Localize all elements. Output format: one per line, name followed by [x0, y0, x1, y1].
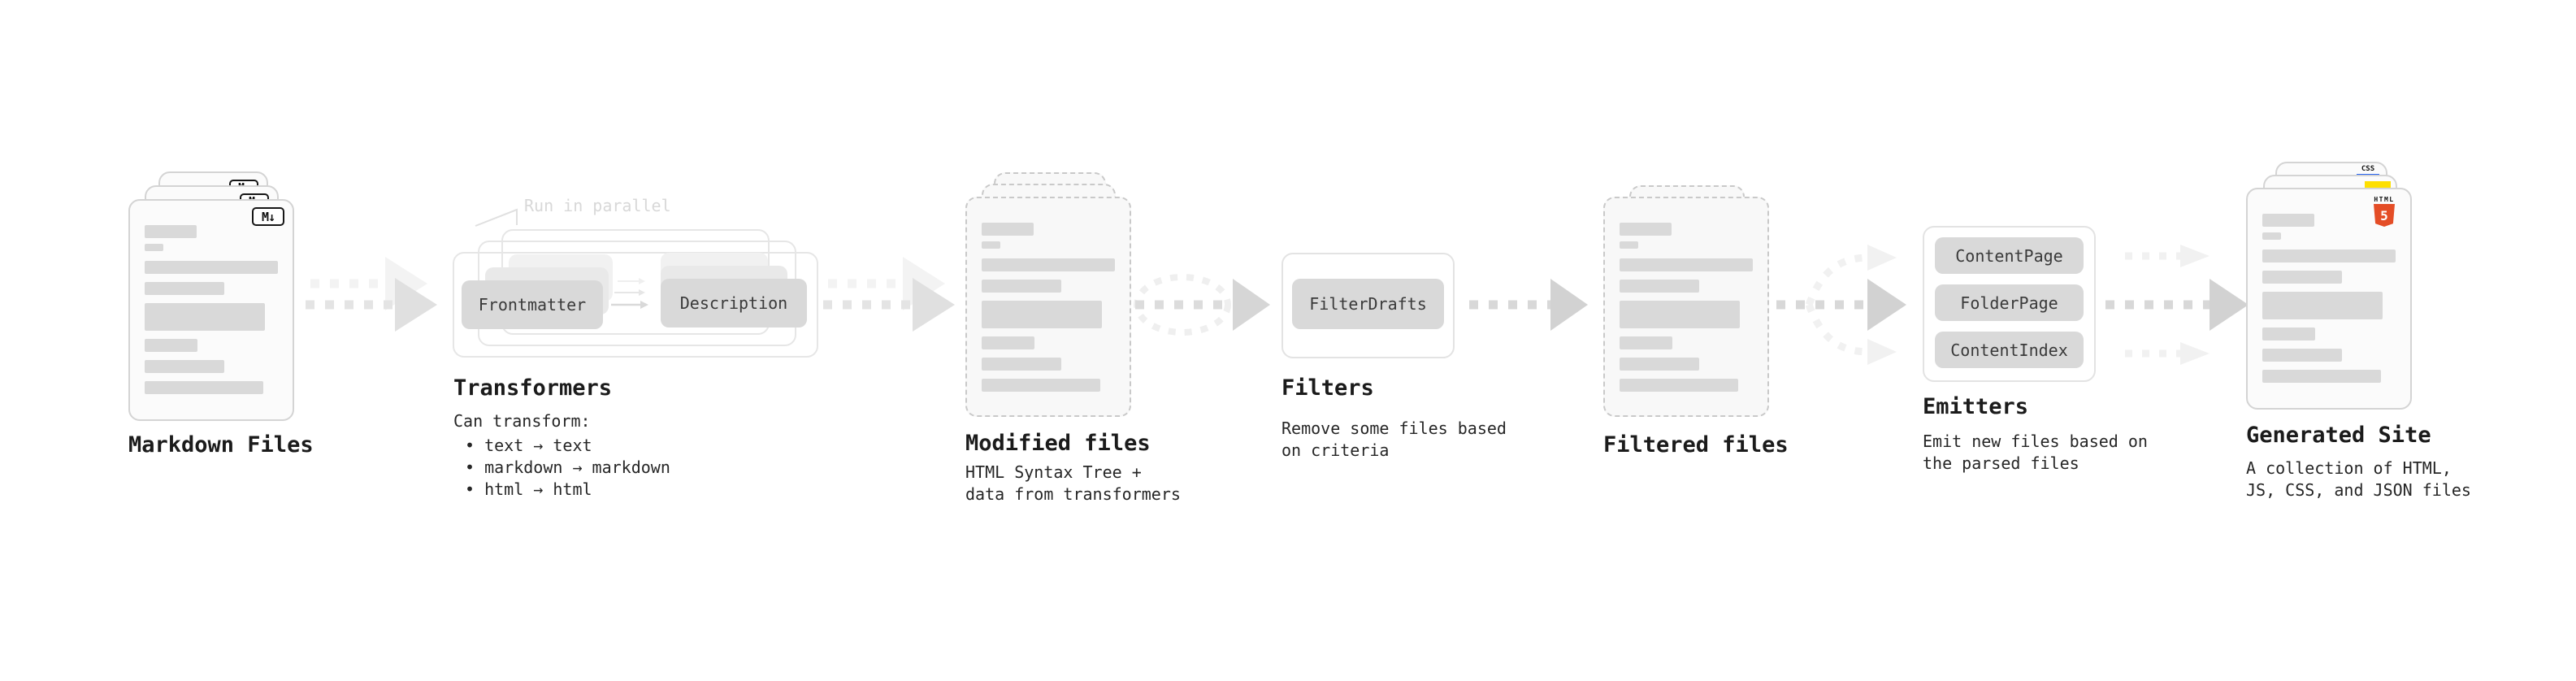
modified-files-caption: HTML Syntax Tree + data from transformer… [965, 462, 1181, 505]
markdown-files-label: Markdown Files [128, 432, 314, 458]
placeholder-bar [2262, 292, 2383, 319]
emitters-caption: Emit new files based on the parsed files [1923, 431, 2148, 475]
placeholder-bar [982, 336, 1034, 349]
filters-label: Filters [1281, 375, 1374, 401]
caption-line: on criteria [1281, 440, 1390, 460]
caption-line: Remove some files based [1281, 419, 1507, 438]
placeholder-bar [982, 379, 1100, 392]
transformers-label: Transformers [453, 375, 613, 401]
placeholder-bar [145, 303, 265, 331]
placeholder-bar [1620, 336, 1672, 349]
placeholder-bar [145, 261, 278, 274]
note-leader-line [475, 208, 518, 227]
placeholder-bar [2262, 327, 2315, 340]
markdown-file-card-front: M↓ [128, 199, 294, 421]
placeholder-bar [1620, 241, 1638, 249]
transformers-caption: Can transform: [453, 411, 591, 431]
contentindex-box: ContentIndex [1935, 332, 2084, 368]
placeholder-bar [145, 381, 263, 394]
bullet-item: • text → text [465, 436, 592, 455]
placeholder-bar [2262, 271, 2342, 284]
generated-site-caption: A collection of HTML, JS, CSS, and JSON … [2246, 458, 2471, 501]
placeholder-bar [2262, 214, 2314, 227]
placeholder-bar [1620, 358, 1699, 371]
file-content-placeholder [130, 201, 293, 394]
parallel-layer-front [453, 252, 818, 358]
transform-mini-arrows [611, 278, 648, 309]
filtered-files-label: Filtered files [1603, 432, 1789, 458]
placeholder-bar [145, 339, 197, 352]
transformers-bullet-list: • text → text • markdown → markdown • ht… [465, 435, 670, 501]
caption-line: data from transformers [965, 484, 1181, 504]
description-box: Description [661, 279, 807, 327]
modified-file-card-front [965, 197, 1131, 417]
file-content-placeholder [2248, 189, 2410, 383]
caption-line: the parsed files [1923, 453, 2079, 473]
placeholder-bar [145, 225, 197, 238]
placeholder-bar [982, 258, 1115, 271]
html-file-card: HTML 5 [2246, 188, 2412, 410]
markdown-icon: M↓ [252, 207, 284, 226]
placeholder-bar [982, 358, 1061, 371]
file-content-placeholder [1605, 198, 1767, 392]
placeholder-bar [1620, 280, 1699, 293]
transformers-node: Run in parallel Frontmatter Description … [451, 193, 833, 518]
placeholder-bar [982, 301, 1102, 328]
html5-icon-number: 5 [2380, 207, 2388, 223]
filters-node: FilterDrafts Filters Remove some files b… [1281, 253, 1525, 480]
caption-line: HTML Syntax Tree + [965, 462, 1142, 482]
filterdrafts-box: FilterDrafts [1292, 279, 1444, 329]
caption-line: A collection of HTML, [2246, 458, 2452, 478]
placeholder-bar [1620, 223, 1672, 236]
placeholder-bar [145, 360, 224, 373]
emitters-label: Emitters [1923, 394, 2029, 419]
flow-arrow-parallel [306, 257, 437, 332]
flow-arrow [1469, 279, 1588, 331]
filtered-files-node: Filtered files [1603, 162, 1847, 519]
file-content-placeholder [967, 198, 1130, 392]
contentpage-box: ContentPage [1935, 237, 2084, 274]
bullet-item: • html → html [465, 479, 592, 499]
caption-line: JS, CSS, and JSON files [2246, 480, 2471, 500]
frontmatter-box: Frontmatter [462, 280, 603, 329]
html5-icon-shield: 5 [2374, 204, 2395, 227]
css-icon-label: CSS [2361, 165, 2375, 173]
merge-flow-arrow [1134, 274, 1270, 336]
run-in-parallel-note: Run in parallel [524, 196, 671, 215]
fan-out-arrow [1776, 245, 1906, 365]
filtered-file-card-front [1603, 197, 1769, 417]
placeholder-bar [145, 244, 163, 251]
modified-files-label: Modified files [965, 431, 1151, 456]
placeholder-bar [982, 223, 1034, 236]
bullet-item: • markdown → markdown [465, 458, 670, 477]
placeholder-bar [1620, 301, 1740, 328]
html5-icon-label: HTML [2374, 196, 2395, 203]
generated-site-label: Generated Site [2246, 423, 2431, 448]
placeholder-bar [145, 282, 224, 295]
triple-flow-arrow [2105, 245, 2249, 365]
placeholder-bar [2262, 370, 2381, 383]
markdown-files-node: M↓ M↓ M↓ Markdown Files [128, 162, 340, 471]
filters-caption: Remove some files based on criteria [1281, 418, 1507, 462]
placeholder-bar [2262, 232, 2281, 240]
emitters-node: ContentPage FolderPage ContentIndex Emit… [1923, 226, 2166, 486]
flow-arrow-parallel [823, 257, 955, 332]
placeholder-bar [982, 280, 1061, 293]
placeholder-bar [1620, 379, 1738, 392]
caption-line: Emit new files based on [1923, 432, 2148, 451]
placeholder-bar [982, 241, 1000, 249]
placeholder-bar [2262, 349, 2342, 362]
placeholder-bar [1620, 258, 1753, 271]
html5-icon: HTML 5 [2366, 196, 2402, 227]
generated-site-node: CSS HTML 5 Generated Site [2246, 150, 2490, 516]
modified-files-node: Modified files HTML Syntax Tree + data f… [965, 162, 1209, 519]
placeholder-bar [2262, 249, 2396, 262]
folderpage-box: FolderPage [1935, 284, 2084, 321]
